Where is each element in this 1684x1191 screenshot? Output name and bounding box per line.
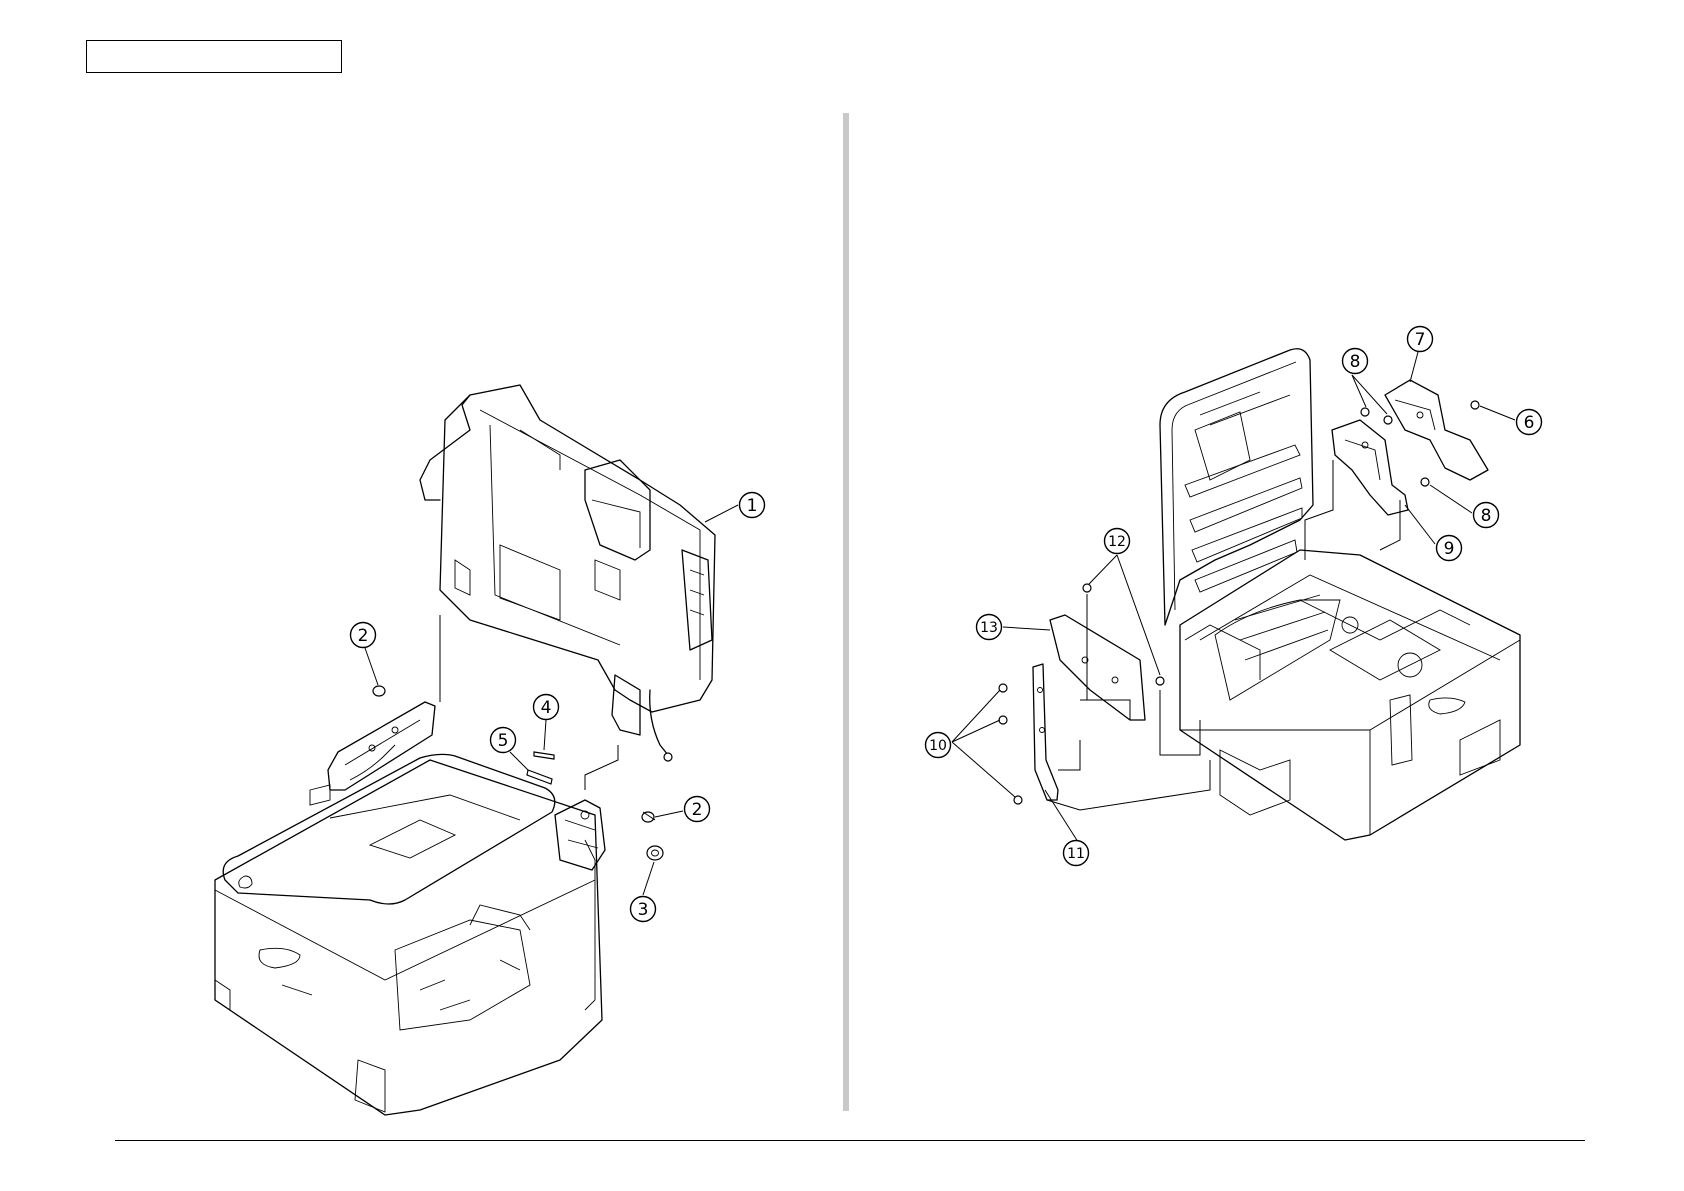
- svg-text:3: 3: [638, 900, 649, 920]
- screws-12: [1083, 584, 1164, 685]
- callout-3: 3: [631, 897, 656, 922]
- svg-text:2: 2: [692, 800, 703, 820]
- open-top-cover: [1160, 349, 1313, 625]
- assembly-lines-right: [1047, 460, 1400, 810]
- printer-body: [215, 754, 602, 1115]
- svg-text:7: 7: [1415, 330, 1426, 350]
- callout-8-top: 8: [1343, 349, 1368, 374]
- svg-text:13: 13: [980, 620, 998, 636]
- callout-2-left: 2: [351, 623, 376, 648]
- callout-13: 13: [977, 615, 1002, 640]
- svg-text:2: 2: [358, 626, 369, 646]
- left-bracket: [310, 702, 435, 805]
- svg-text:11: 11: [1067, 846, 1085, 862]
- svg-text:8: 8: [1481, 506, 1492, 526]
- svg-text:10: 10: [929, 738, 947, 754]
- callout-2-right: 2: [685, 797, 710, 822]
- callout-10: 10: [926, 733, 951, 758]
- left-exploded-view: [215, 385, 738, 1115]
- svg-text:1: 1: [747, 496, 758, 516]
- printer-body-open: [1180, 550, 1520, 840]
- callout-6: 6: [1517, 410, 1542, 435]
- bracket-9: [1332, 420, 1408, 515]
- callout-1: 1: [740, 493, 765, 518]
- callout-9: 9: [1437, 536, 1462, 561]
- bar-11: [1033, 664, 1058, 800]
- svg-text:6: 6: [1524, 413, 1535, 433]
- right-exploded-view: [952, 349, 1520, 845]
- callout-4: 4: [534, 695, 559, 720]
- svg-text:5: 5: [498, 731, 509, 751]
- screw-6: [1471, 401, 1479, 409]
- callout-7: 7: [1408, 327, 1433, 352]
- callout-11: 11: [1064, 841, 1089, 866]
- bracket-7: [1385, 380, 1488, 480]
- callout-8-right: 8: [1474, 503, 1499, 528]
- top-cover-assembly: [420, 385, 715, 761]
- svg-text:9: 9: [1444, 539, 1455, 559]
- svg-text:8: 8: [1350, 352, 1361, 372]
- plate-13: [1050, 615, 1145, 720]
- callout-leaders-right: [952, 352, 1515, 845]
- svg-text:4: 4: [541, 698, 552, 718]
- callout-5: 5: [491, 728, 516, 753]
- screws-8: [1361, 408, 1429, 486]
- svg-text:12: 12: [1108, 534, 1126, 550]
- callout-12: 12: [1105, 529, 1130, 554]
